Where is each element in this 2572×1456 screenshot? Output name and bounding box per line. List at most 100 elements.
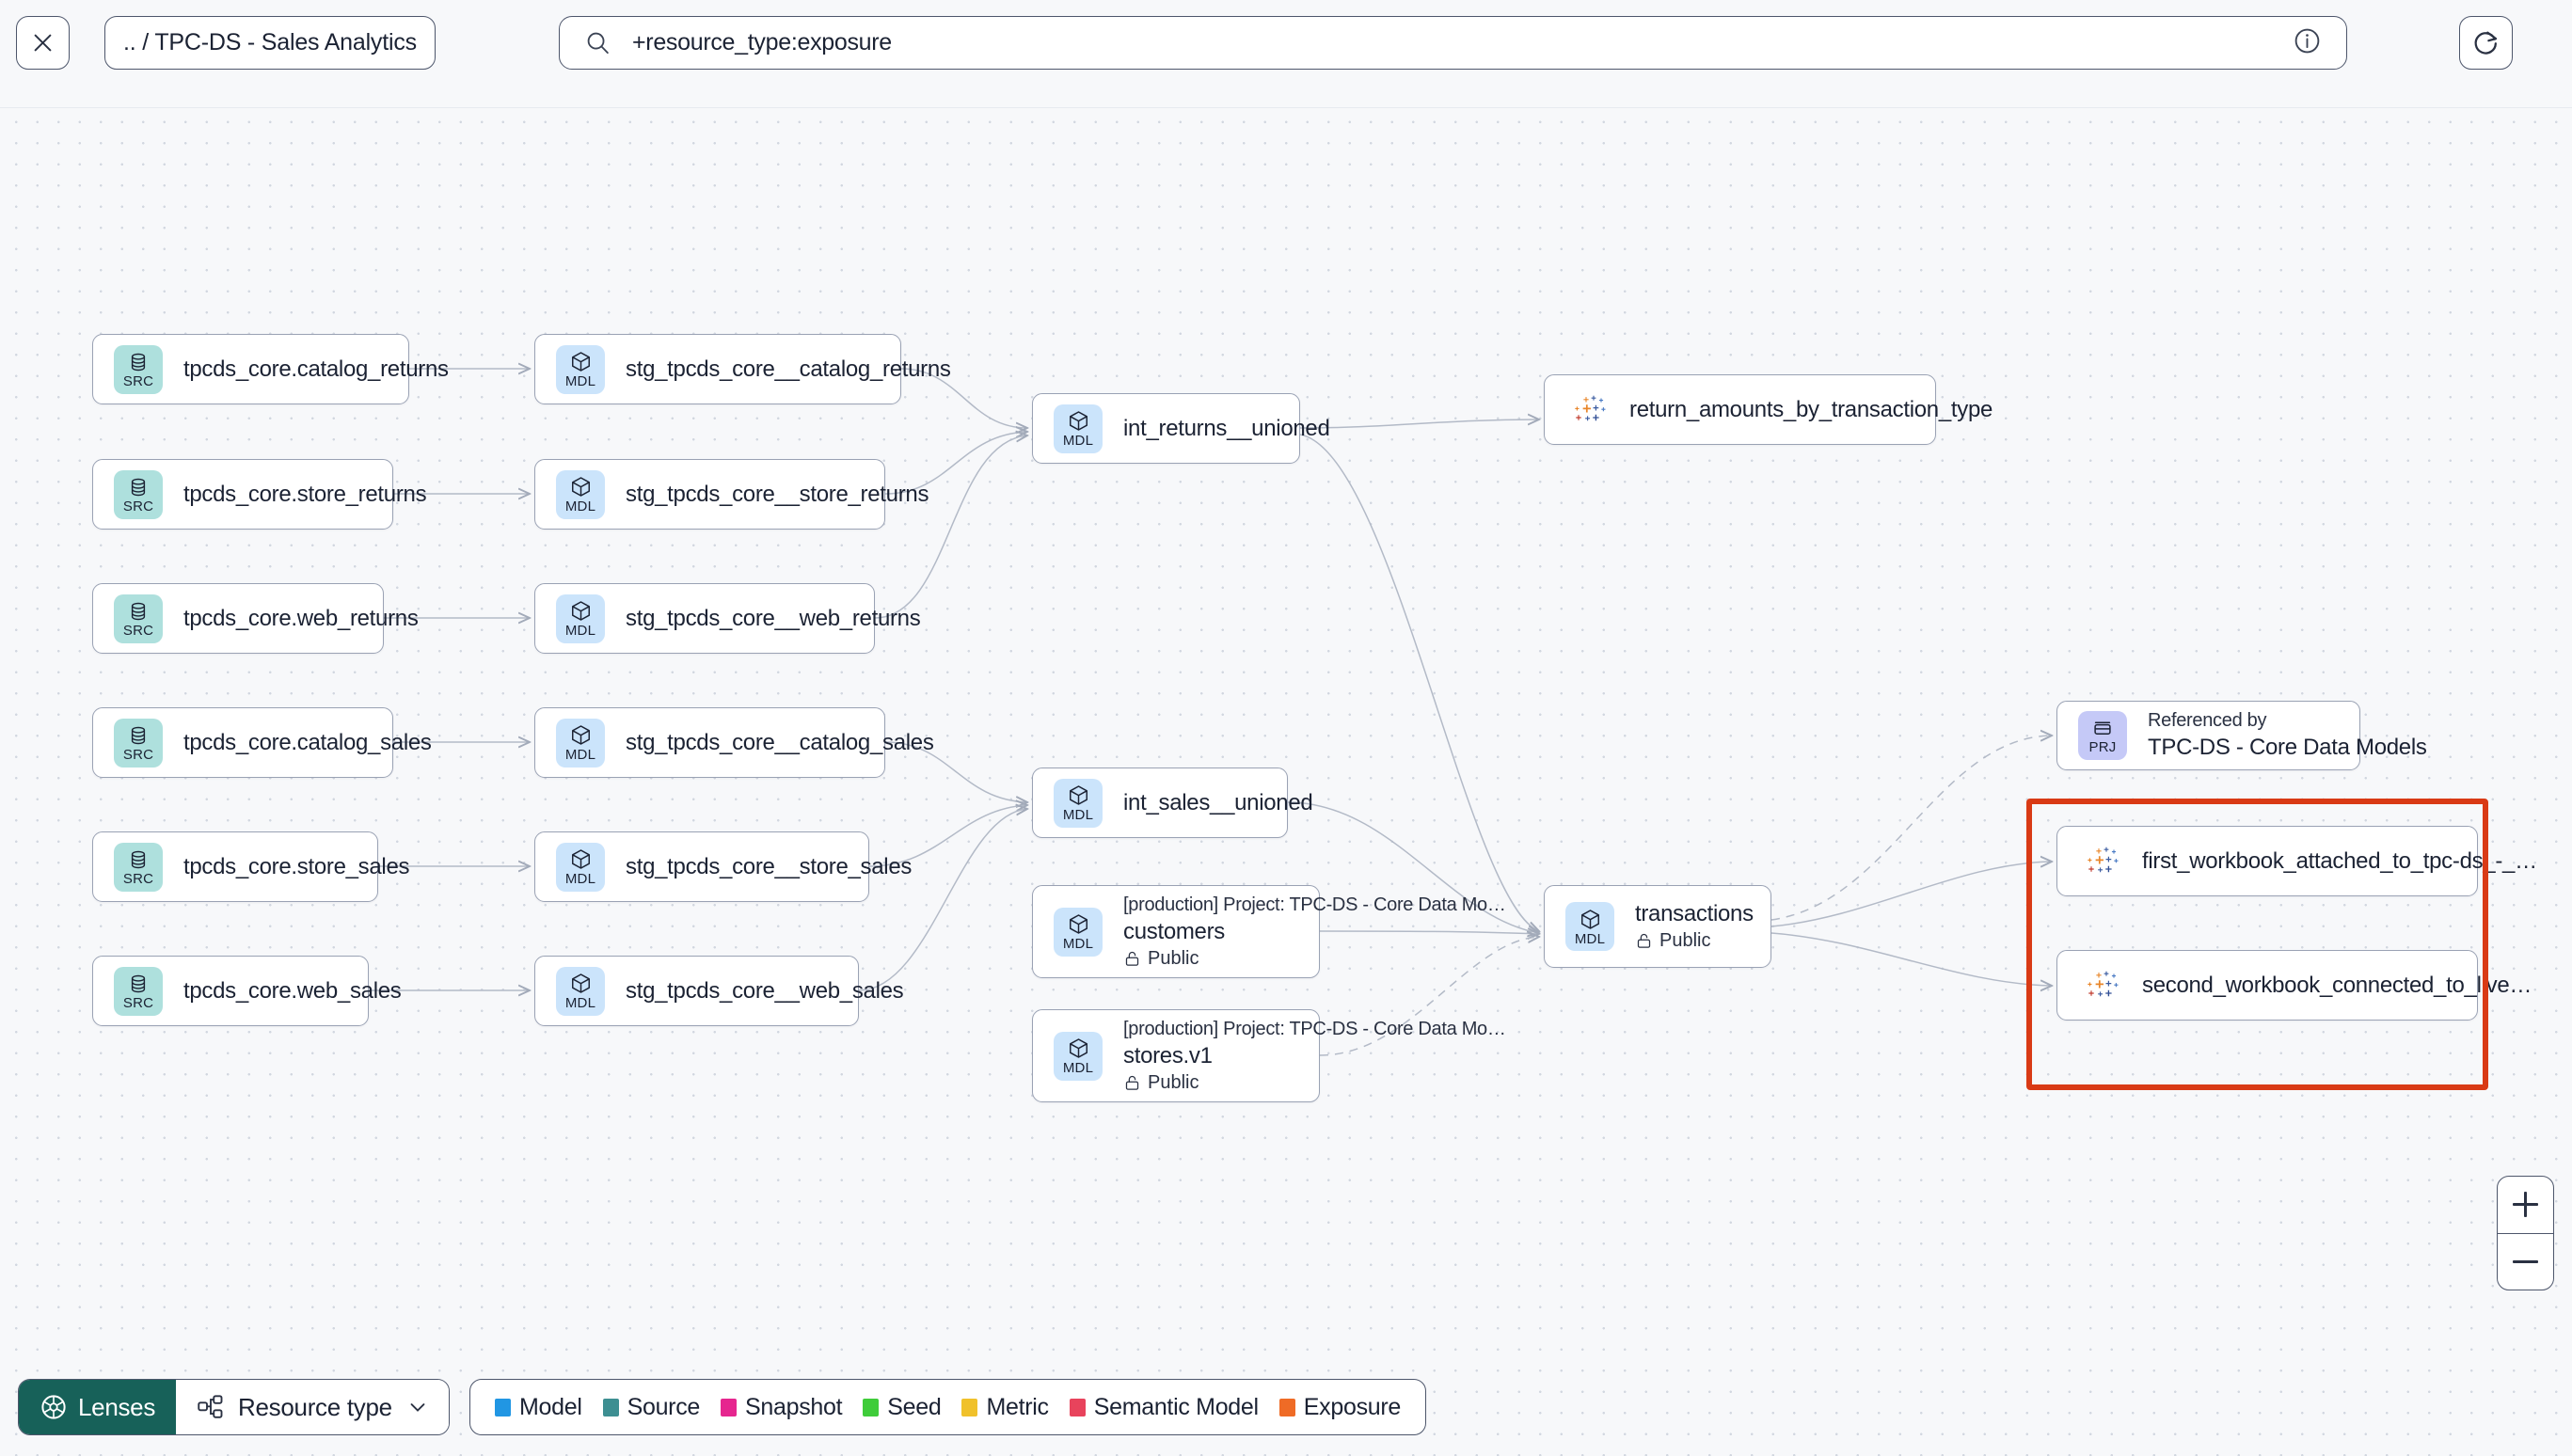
model-badge: MDL (556, 344, 605, 394)
source-badge: SRC (114, 718, 163, 768)
node-label: stg_tpcds_core__store_sales (626, 853, 913, 879)
graph-node-int_sales_unioned[interactable]: MDL int_sales__unioned (1032, 768, 1313, 838)
legend-label: Snapshot (745, 1393, 843, 1420)
legend-label: Seed (887, 1393, 942, 1420)
node-label: customers (1123, 918, 1225, 944)
minus-icon (2513, 1249, 2538, 1274)
model-badge: MDL (1054, 1031, 1103, 1081)
legend-item-model[interactable]: Model (495, 1394, 582, 1421)
graph-node-int_returns_unioned[interactable]: MDL int_returns__unioned (1032, 393, 1330, 464)
breadcrumb-label: .. / TPC-DS - Sales Analytics (123, 29, 417, 55)
legend-swatch (863, 1398, 880, 1416)
chevron-down-icon (410, 1403, 425, 1412)
project-badge: PRJ (2078, 711, 2127, 760)
node-label: stores.v1 (1123, 1042, 1213, 1068)
graph-node-stg_store_sales[interactable]: MDL stg_tpcds_core__store_sales (534, 831, 912, 902)
top-toolbar: .. / TPC-DS - Sales Analytics (0, 0, 2572, 108)
node-project: [production] Project: TPC-DS - Core Data… (1123, 894, 1506, 915)
legend-swatch (1069, 1398, 1086, 1416)
graph-node-first_workbook[interactable]: first_workbook_attached_to_tpc-ds_-_… (2056, 826, 2537, 896)
source-badge: SRC (114, 593, 163, 643)
bottom-toolbar: Lenses Resource type Model Source Snapshot… (0, 1358, 2572, 1456)
graph-node-second_workbook[interactable]: second_workbook_connected_to_live… (2056, 950, 2532, 1021)
zoom-out-button[interactable] (2498, 1234, 2553, 1290)
node-label: tpcds_core.store_sales (183, 853, 410, 879)
legend-label: Metric (986, 1393, 1049, 1420)
node-label: TPC-DS - Core Data Models (2148, 735, 2427, 760)
legend-label: Source (627, 1393, 701, 1420)
source-badge: SRC (114, 842, 163, 892)
node-label: second_workbook_connected_to_live… (2142, 972, 2532, 998)
resource-type-label: Resource type (238, 1392, 392, 1421)
graph-node-stores_v1[interactable]: MDL [production] Project: TPC-DS - Core D… (1032, 1009, 1506, 1102)
model-badge: MDL (1565, 902, 1614, 951)
node-project: [production] Project: TPC-DS - Core Data… (1123, 1018, 1506, 1039)
legend-item-seed[interactable]: Seed (863, 1393, 942, 1421)
node-label: tpcds_core.catalog_returns (183, 356, 449, 382)
node-label: first_workbook_attached_to_tpc-ds_-_… (2142, 847, 2537, 874)
node-subtitle: Referenced by (2148, 710, 2267, 731)
resource-type-dropdown[interactable]: Resource type (176, 1380, 449, 1434)
search-bar[interactable] (559, 16, 2347, 70)
legend-item-source[interactable]: Source (602, 1393, 701, 1421)
legend-swatch (1278, 1398, 1295, 1416)
node-label: stg_tpcds_core__store_returns (626, 481, 929, 507)
nodes-icon (198, 1395, 223, 1418)
node-label: int_returns__unioned (1123, 415, 1330, 441)
zoom-in-button[interactable] (2498, 1177, 2553, 1234)
plus-icon (2513, 1192, 2538, 1218)
source-badge: SRC (114, 344, 163, 394)
node-visibility: Public (1123, 948, 1506, 970)
graph-node-ref_by_project[interactable]: PRJ Referenced by TPC-DS - Core Data Model… (2056, 701, 2427, 770)
close-icon (34, 34, 52, 52)
node-label: int_sales__unioned (1123, 789, 1313, 815)
model-badge: MDL (556, 469, 605, 519)
close-button[interactable] (16, 16, 70, 70)
legend-swatch (602, 1398, 619, 1416)
zoom-controls (2497, 1176, 2554, 1290)
legend-item-semantic-model[interactable]: Semantic Model (1069, 1394, 1259, 1421)
node-label: stg_tpcds_core__catalog_sales (626, 729, 934, 755)
legend-label: Model (519, 1393, 582, 1420)
graph-node-src_store_sales[interactable]: SRC tpcds_core.store_sales (92, 831, 410, 902)
model-badge: MDL (1054, 404, 1103, 453)
graph-node-src_catalog_returns[interactable]: SRC tpcds_core.catalog_returns (92, 334, 449, 404)
model-badge: MDL (556, 842, 605, 892)
refresh-button[interactable] (2459, 16, 2513, 70)
node-label: stg_tpcds_core__web_sales (626, 977, 904, 1004)
resource-type-legend: Model Source Snapshot Seed Metric Semantic Mo… (469, 1379, 1426, 1435)
exposure-highlight-box (2026, 799, 2488, 1090)
node-label: tpcds_core.web_sales (183, 977, 402, 1004)
tableau-exposure-icon (2084, 967, 2121, 1005)
lens-icon (41, 1395, 66, 1419)
tableau-exposure-icon (2084, 843, 2121, 880)
source-badge: SRC (114, 966, 163, 1016)
legend-label: Exposure (1303, 1393, 1402, 1420)
node-label: transactions (1635, 901, 1754, 926)
info-icon[interactable] (2293, 26, 2322, 60)
graph-node-return_amounts[interactable]: return_amounts_by_transaction_type (1544, 374, 1993, 445)
graph-node-src_web_sales[interactable]: SRC tpcds_core.web_sales (92, 956, 402, 1026)
legend-item-snapshot[interactable]: Snapshot (721, 1393, 843, 1421)
legend-item-exposure[interactable]: Exposure (1278, 1393, 1402, 1421)
node-visibility: Public (1635, 930, 1754, 952)
model-badge: MDL (1054, 778, 1103, 828)
lenses-button[interactable]: Lenses (19, 1380, 177, 1434)
legend-item-metric[interactable]: Metric (961, 1393, 1049, 1421)
model-badge: MDL (556, 593, 605, 643)
refresh-icon (2474, 31, 2498, 55)
breadcrumb[interactable]: .. / TPC-DS - Sales Analytics (104, 16, 436, 70)
graph-node-stg_store_returns[interactable]: MDL stg_tpcds_core__store_returns (534, 459, 929, 530)
lens-control-group: Lenses Resource type (18, 1379, 450, 1435)
graph-node-customers[interactable]: MDL[production] Project: TPC-DS - Core D… (1032, 885, 1506, 978)
search-input[interactable] (630, 28, 2186, 57)
tableau-exposure-icon (1571, 391, 1609, 429)
